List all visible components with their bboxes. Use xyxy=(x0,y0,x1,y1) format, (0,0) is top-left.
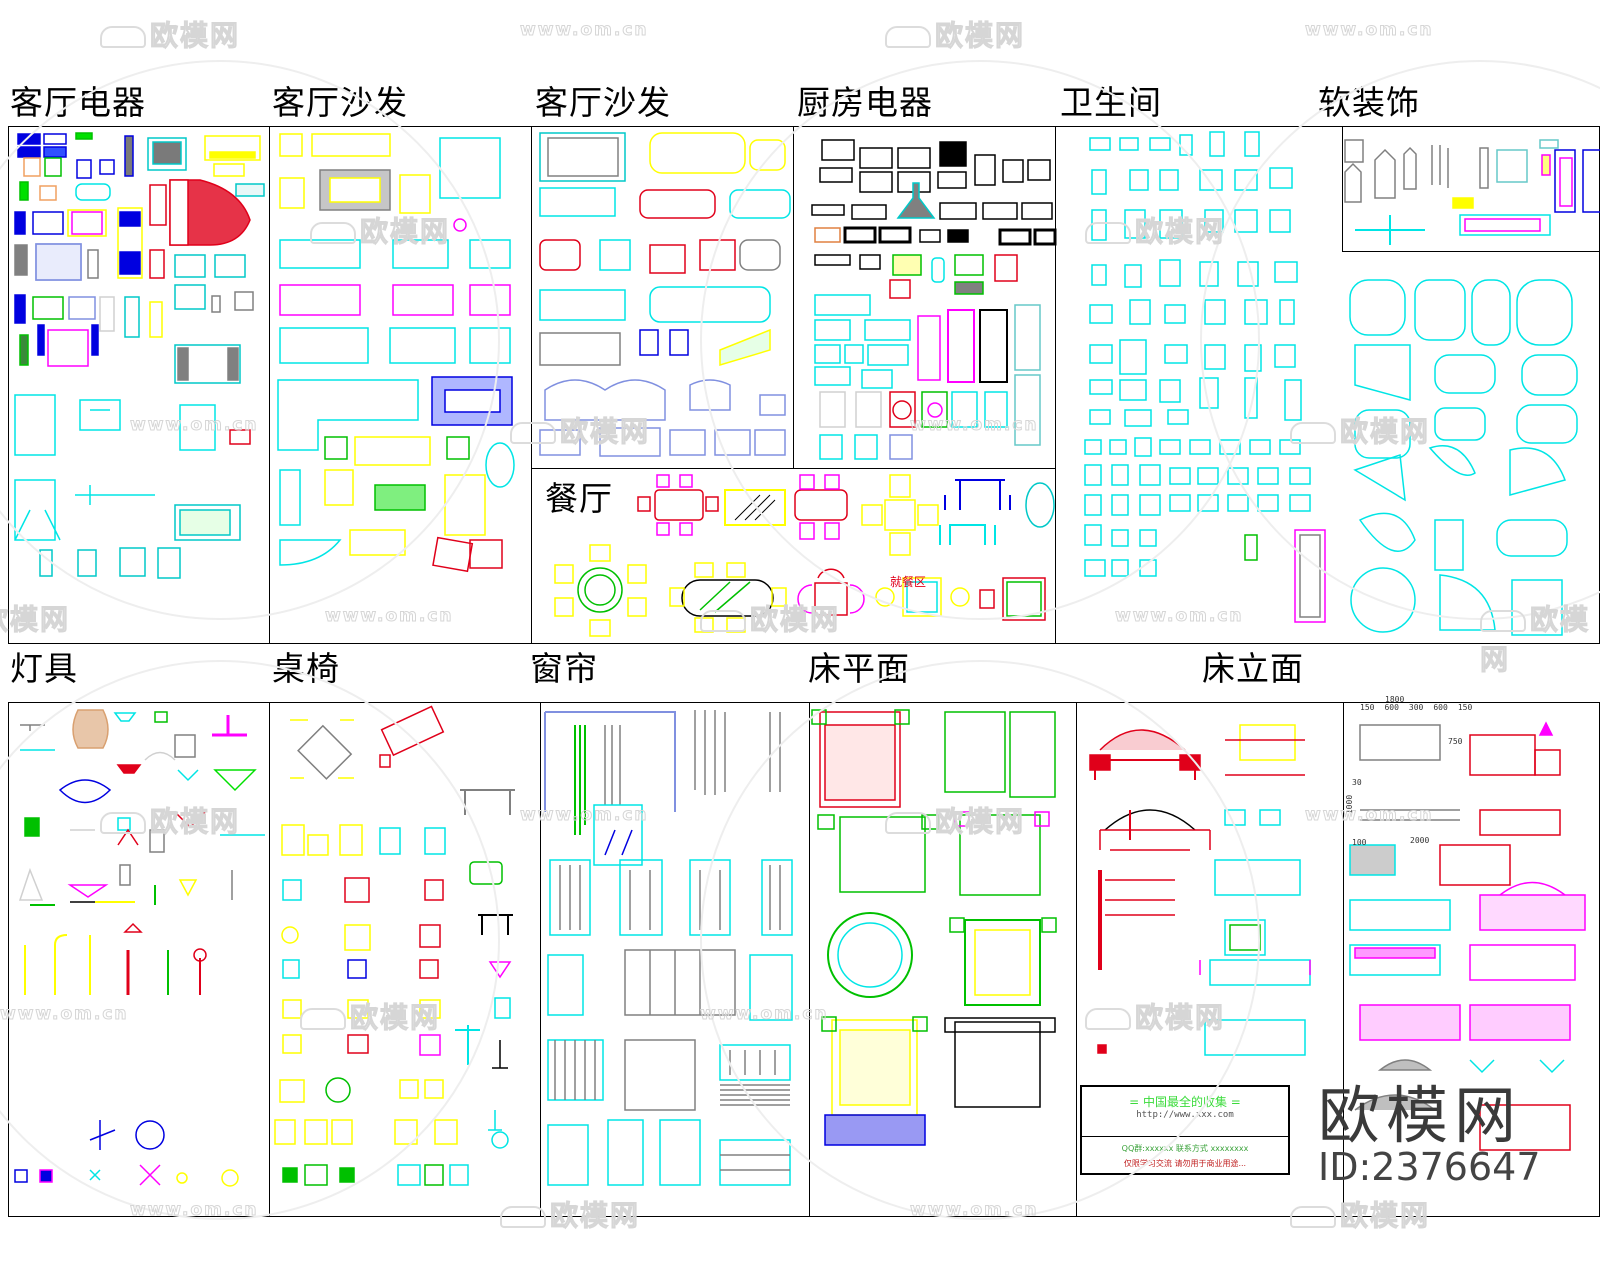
dim-row-value: 600 xyxy=(1384,703,1399,712)
title-kitchen-appliances: 厨房电器 xyxy=(797,83,933,122)
soft-decor-blocks xyxy=(1344,139,1600,245)
dim-h: 1000 xyxy=(1345,794,1355,815)
info-box-url: http://www.xxx.com xyxy=(1136,1110,1234,1120)
dim-row-value: 150 xyxy=(1360,703,1375,712)
title-bed-elevation: 床立面 xyxy=(1202,649,1304,688)
sofa-blocks-1 xyxy=(277,133,515,573)
title-soft-decor: 软装饰 xyxy=(1318,83,1420,122)
info-box-title: = 中国最全的收集 = xyxy=(1129,1095,1241,1109)
brand-watermark: 欧模网 ID:2376647 xyxy=(1318,1085,1541,1189)
bed-plan-blocks xyxy=(811,709,1057,1146)
title-dining: 餐厅 xyxy=(545,479,613,518)
info-box: = 中国最全的收集 = http://www.xxx.com QQ群:xxxxx… xyxy=(1080,1085,1290,1175)
dim-a: 30 xyxy=(1352,778,1362,787)
dim-c: 2000 xyxy=(1410,836,1430,845)
table-chair-blocks xyxy=(274,705,515,1186)
title-living-sofa-2: 客厅沙发 xyxy=(535,83,671,122)
title-bed-plan: 床平面 xyxy=(808,649,910,688)
brand-watermark-logo: 欧模网 xyxy=(1318,1079,1523,1152)
kitchen-blocks xyxy=(811,139,1057,460)
info-box-line2: 仅限学习交流 请勿用于商业用途... xyxy=(1123,1159,1247,1168)
dim-row: 150 600 300 600 150 xyxy=(1360,703,1472,712)
curtain-blocks xyxy=(544,710,793,1186)
dim-row-value: 150 xyxy=(1457,703,1473,712)
title-living-sofa-1: 客厅沙发 xyxy=(272,83,408,122)
dim-b: 100 xyxy=(1352,838,1367,847)
dining-blocks xyxy=(554,474,1055,637)
title-tables-chairs: 桌椅 xyxy=(272,649,340,688)
dining-area-tag: 就餐区 xyxy=(890,575,927,589)
title-lamps: 灯具 xyxy=(10,649,78,688)
title-curtains: 窗帘 xyxy=(530,649,598,688)
dim-row-value: 600 xyxy=(1433,703,1448,712)
bathroom-blocks xyxy=(1084,131,1578,636)
brand-watermark-id: ID:2376647 xyxy=(1318,1145,1541,1189)
lamp-blocks xyxy=(14,709,265,1187)
appliance-blocks xyxy=(14,132,265,579)
title-bathroom: 卫生间 xyxy=(1060,83,1162,122)
sofa-blocks-2 xyxy=(539,132,791,457)
bed-elevation-blocks xyxy=(1089,721,1586,1151)
dim-top: 1800 xyxy=(1385,695,1405,704)
title-living-appliances: 客厅电器 xyxy=(10,83,146,122)
dim-side: 750 xyxy=(1448,737,1463,746)
dim-row-value: 300 xyxy=(1408,703,1424,712)
info-box-line1: QQ群:xxxxxx 联系方式 xxxxxxxx xyxy=(1121,1144,1249,1153)
